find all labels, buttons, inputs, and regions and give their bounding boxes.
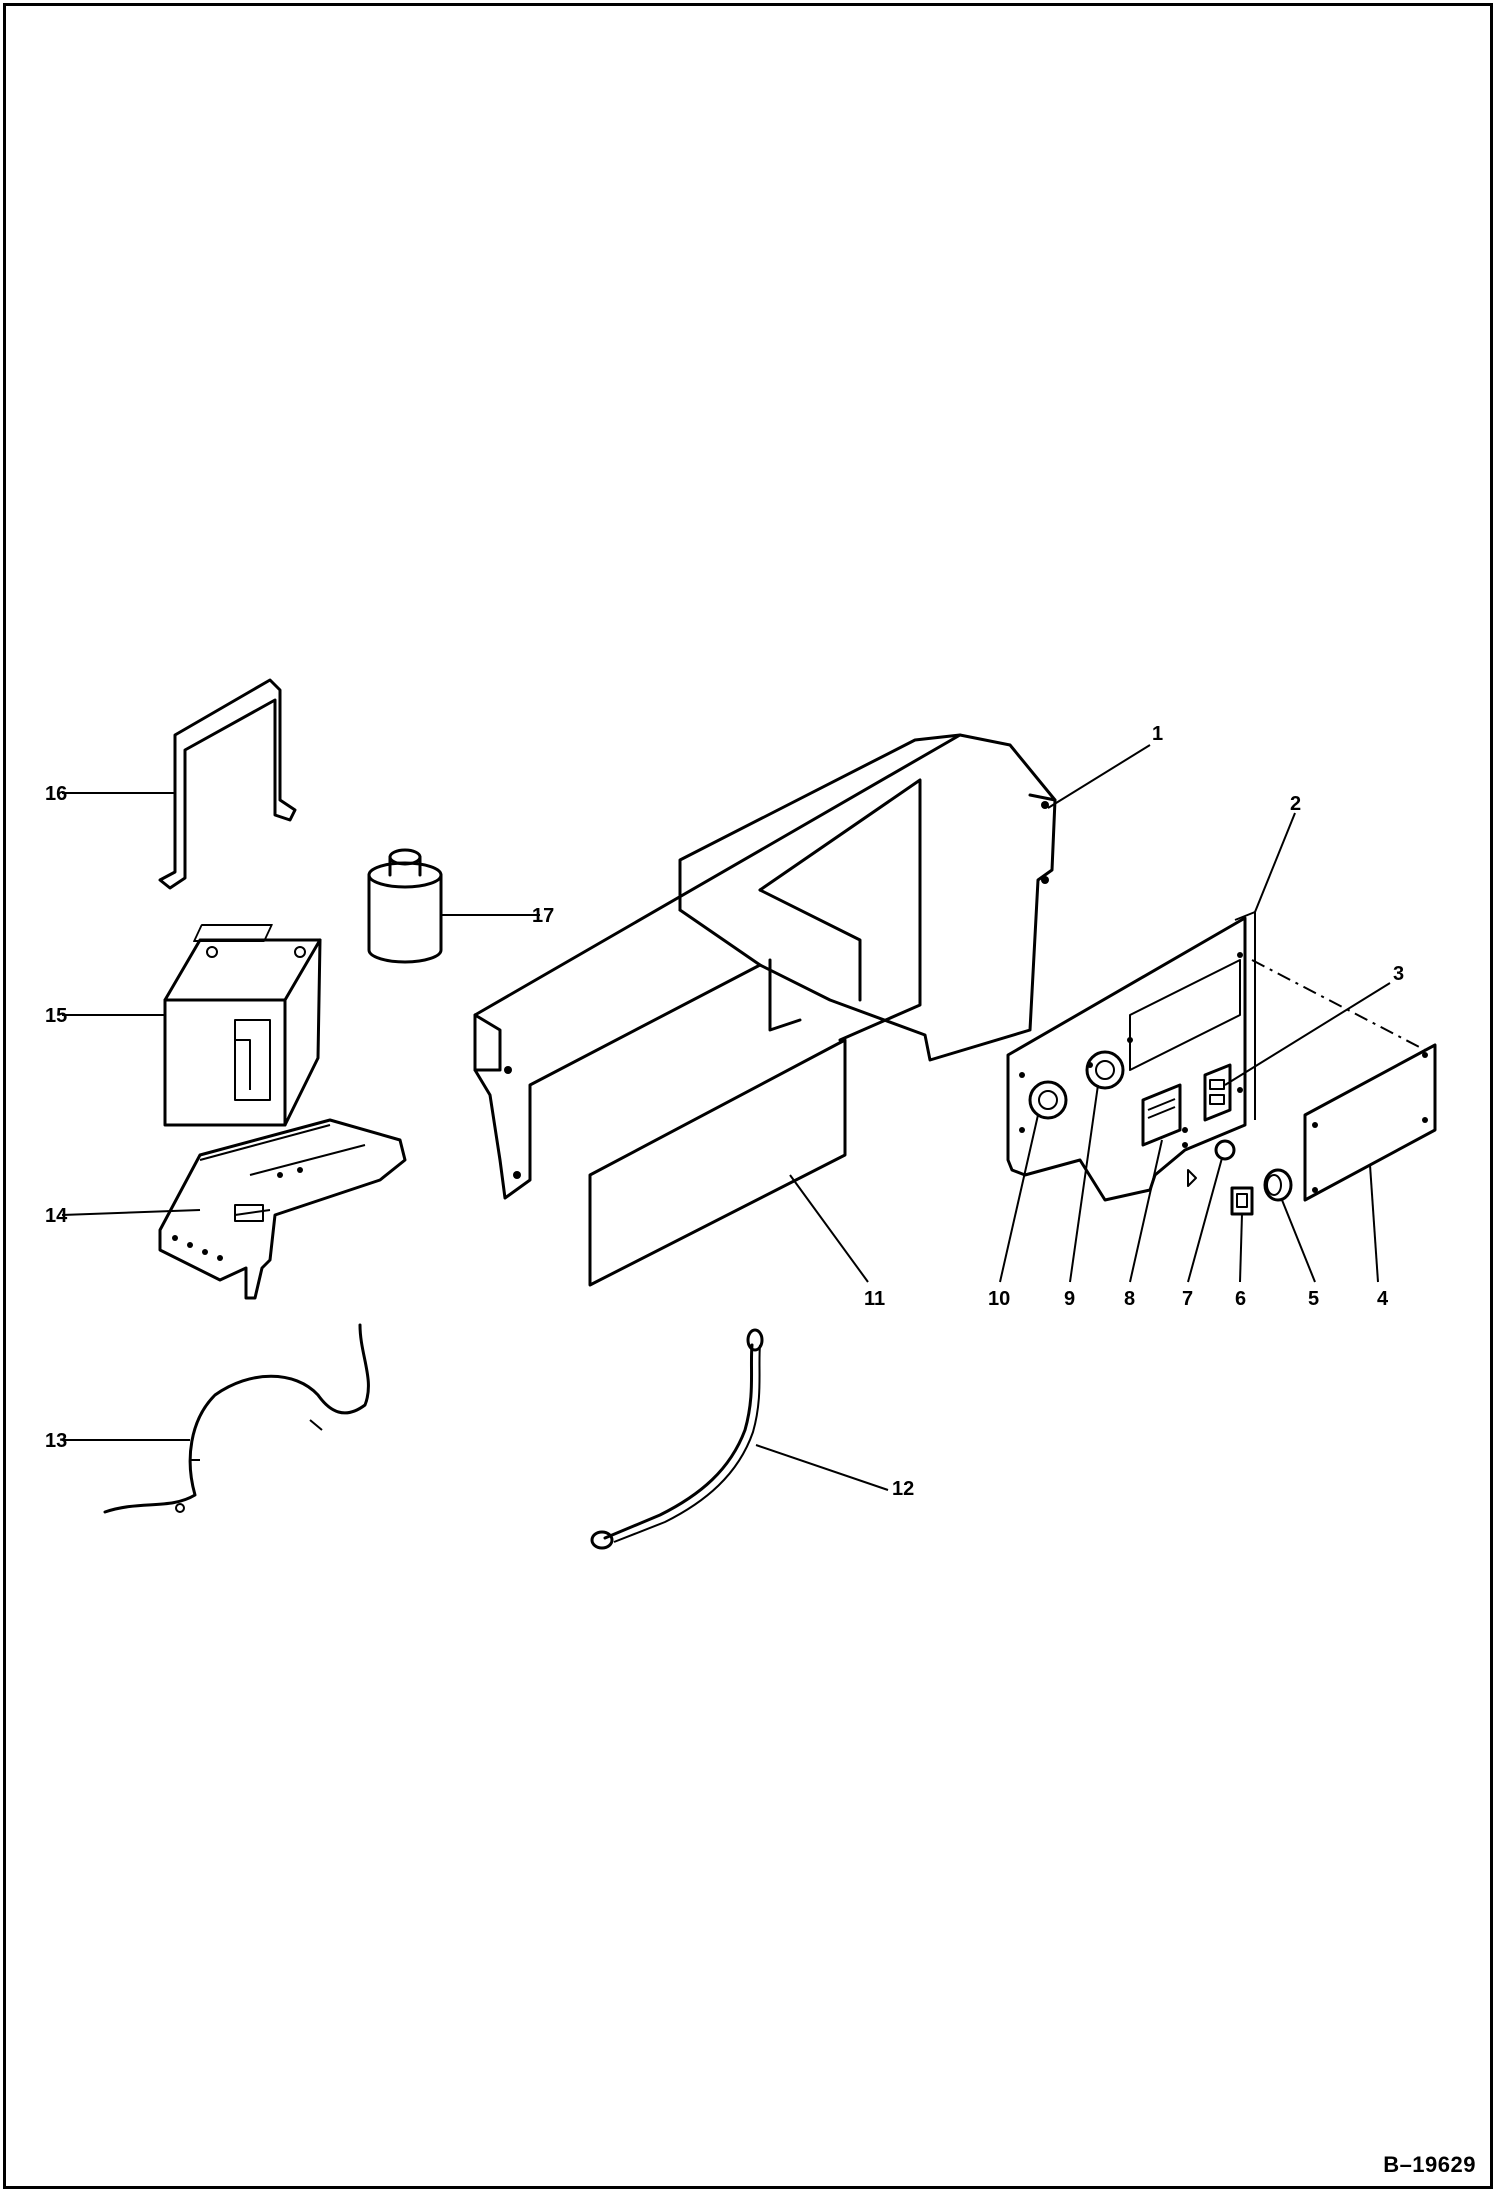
- callout-8: 8: [1124, 1288, 1135, 1310]
- knob-drawing: [1263, 1168, 1293, 1202]
- cover-plate-drawing: [1251, 959, 1437, 1202]
- wire-harness-drawing: [103, 1323, 370, 1514]
- battery-cable-drawing: [590, 1328, 764, 1550]
- control-panel-drawing: [1006, 911, 1256, 1202]
- leader-lines: [61, 744, 1391, 1491]
- battery-tray-drawing: [158, 1118, 407, 1300]
- callout-5: 5: [1308, 1288, 1319, 1310]
- callout-labels: 1 2 3 4 5 6 7 8 9 10 11 12 13 14 15 16 1…: [45, 723, 1404, 1500]
- console-housing-drawing: [473, 733, 1057, 1200]
- panel-sheet-drawing: [588, 1038, 847, 1287]
- callout-17: 17: [532, 905, 554, 927]
- drawing-id: B–19629: [1383, 2152, 1476, 2177]
- battery-drawing: [163, 924, 322, 1127]
- callout-11: 11: [864, 1288, 885, 1310]
- callout-15: 15: [45, 1005, 67, 1027]
- callout-14: 14: [45, 1205, 68, 1227]
- battery-hold-down-drawing: [158, 678, 297, 890]
- callout-9: 9: [1064, 1288, 1075, 1310]
- callout-6: 6: [1235, 1288, 1246, 1310]
- callout-4: 4: [1377, 1288, 1389, 1310]
- cylindrical-filter-drawing: [367, 848, 443, 964]
- page-border: [3, 3, 1493, 2189]
- callout-16: 16: [45, 783, 67, 805]
- callout-3: 3: [1393, 963, 1404, 985]
- callout-2: 2: [1290, 793, 1301, 815]
- callout-10: 10: [988, 1288, 1010, 1310]
- callout-13: 13: [45, 1430, 67, 1452]
- callout-7: 7: [1182, 1288, 1193, 1310]
- switch-drawing: [1230, 1186, 1254, 1216]
- callout-12: 12: [892, 1478, 914, 1500]
- callout-1: 1: [1152, 723, 1163, 745]
